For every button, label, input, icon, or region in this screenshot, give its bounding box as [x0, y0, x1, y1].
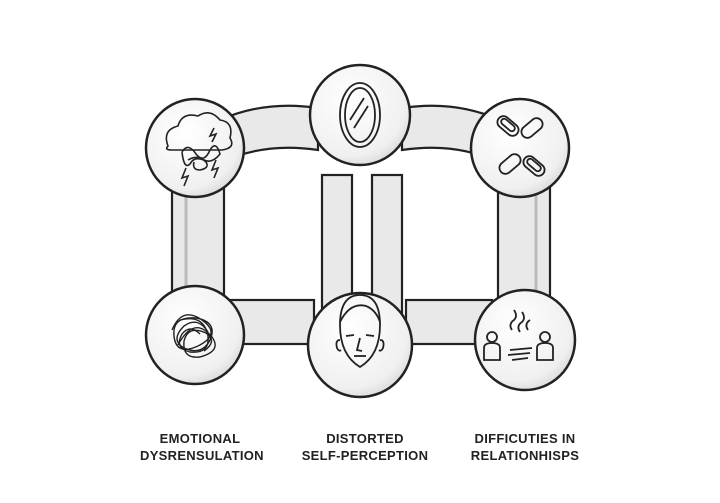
node-people: [473, 288, 577, 392]
label-line: RELATIONHISPS: [470, 448, 580, 463]
oval-mirror-icon: [339, 82, 381, 148]
node-tangle: [144, 284, 246, 386]
label-line: SELF-PERCEPTION: [301, 448, 429, 463]
face-icon: [335, 294, 385, 369]
storm-cloud-icon: [165, 112, 233, 187]
broken-chain-icon: [496, 115, 546, 177]
label-line: DYSRENSULATION: [140, 448, 264, 463]
label-line: DISTORTED: [326, 431, 404, 446]
node-face: [306, 291, 414, 399]
node-broken-chain: [469, 97, 571, 199]
two-people-icon: [483, 309, 554, 361]
label-distorted-self-perception: DISTORTED SELF-PERCEPTION: [300, 430, 430, 464]
label-line: DIFFICUTIES IN: [474, 431, 576, 446]
label-line: EMOTIONAL: [159, 431, 241, 446]
label-emotional-dysregulation: EMOTIONAL DYSRENSULATION: [140, 430, 264, 464]
node-storm-cloud: [144, 97, 246, 199]
node-mirror: [308, 63, 412, 167]
tangled-scribble-icon: [171, 314, 216, 358]
label-difficulties-relationships: DIFFICUTIES IN RELATIONHISPS: [460, 430, 590, 464]
